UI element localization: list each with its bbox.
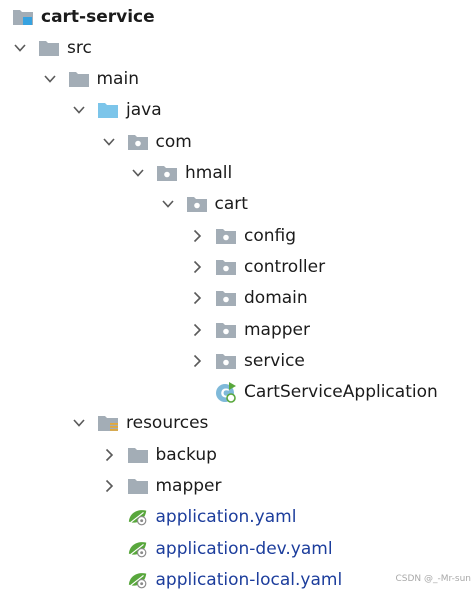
chevron-down-icon[interactable]: [40, 68, 60, 90]
package-icon: [215, 287, 237, 309]
tree-item[interactable]: mapper: [0, 471, 222, 502]
chevron-down-icon[interactable]: [69, 412, 89, 434]
source-folder-icon: [97, 99, 119, 121]
tree-item-label: application.yaml: [155, 507, 297, 528]
tree-item-label: config: [244, 225, 297, 246]
tree-item-label: resources: [126, 413, 209, 434]
chevron-down-icon[interactable]: [10, 37, 30, 59]
tree-item[interactable]: resources: [0, 408, 208, 439]
tree-item-label: mapper: [244, 319, 311, 340]
spring-yaml-icon: [127, 538, 149, 560]
chevron-down-icon[interactable]: [158, 193, 178, 215]
chevron-down-icon[interactable]: [128, 162, 148, 184]
tree-item-label: com: [155, 131, 192, 152]
tree-item-label: cart: [214, 194, 248, 215]
tree-item[interactable]: service: [0, 345, 305, 376]
package-icon: [156, 162, 178, 184]
tree-item-label: java: [126, 100, 162, 121]
chevron-right-icon[interactable]: [187, 225, 207, 247]
folder-icon: [68, 68, 90, 90]
tree-item-label: domain: [244, 288, 308, 309]
spring-boot-class-icon: C: [215, 381, 237, 403]
tree-item[interactable]: mapper: [0, 314, 310, 345]
tree-item-label: backup: [155, 444, 217, 465]
chevron-right-icon[interactable]: [187, 256, 207, 278]
tree-item[interactable]: domain: [0, 283, 308, 314]
spring-yaml-icon: [127, 569, 149, 591]
module-folder-icon: [12, 6, 34, 28]
tree-item[interactable]: application-local.yaml: [0, 564, 342, 595]
svg-text:C: C: [221, 387, 230, 401]
tree-item[interactable]: controller: [0, 251, 325, 282]
tree-item[interactable]: src: [0, 32, 92, 63]
chevron-right-icon[interactable]: [99, 475, 119, 497]
tree-item[interactable]: com: [0, 126, 192, 157]
tree-item-label: CartServiceApplication: [244, 382, 438, 403]
tree-item[interactable]: application-dev.yaml: [0, 533, 333, 564]
tree-item[interactable]: java: [0, 95, 162, 126]
tree-item-label: src: [67, 37, 92, 58]
tree-item-label: main: [96, 69, 139, 90]
chevron-right-icon[interactable]: [187, 319, 207, 341]
package-icon: [127, 131, 149, 153]
resources-folder-icon: [97, 412, 119, 434]
tree-item[interactable]: C CartServiceApplication: [0, 377, 438, 408]
chevron-down-icon[interactable]: [99, 131, 119, 153]
chevron-right-icon[interactable]: [99, 444, 119, 466]
tree-item-label: hmall: [185, 163, 233, 183]
tree-item[interactable]: main: [0, 64, 139, 95]
tree-item-label: controller: [244, 256, 326, 277]
tree-item[interactable]: application.yaml: [0, 502, 296, 533]
chevron-right-icon[interactable]: [187, 287, 207, 309]
tree-item[interactable]: cart: [0, 189, 248, 220]
package-icon: [215, 225, 237, 247]
package-icon: [215, 256, 237, 278]
chevron-down-icon[interactable]: [69, 99, 89, 121]
spring-yaml-icon: [127, 506, 149, 528]
folder-icon: [127, 444, 149, 466]
watermark: CSDN @_-Mr-sun: [395, 574, 471, 584]
package-icon: [186, 193, 208, 215]
package-icon: [215, 350, 237, 372]
folder-icon: [38, 37, 60, 59]
tree-item[interactable]: cart-service: [0, 1, 155, 32]
tree-item-label: service: [244, 350, 305, 371]
tree-item-label: application-local.yaml: [155, 569, 343, 590]
tree-item[interactable]: hmall: [0, 158, 232, 189]
chevron-right-icon[interactable]: [187, 350, 207, 372]
folder-icon: [127, 475, 149, 497]
tree-item[interactable]: backup: [0, 439, 217, 470]
tree-item-label: cart-service: [41, 6, 155, 27]
package-icon: [215, 319, 237, 341]
tree-item-label: mapper: [155, 476, 222, 496]
tree-item-label: application-dev.yaml: [155, 538, 333, 559]
tree-item[interactable]: config: [0, 220, 296, 251]
